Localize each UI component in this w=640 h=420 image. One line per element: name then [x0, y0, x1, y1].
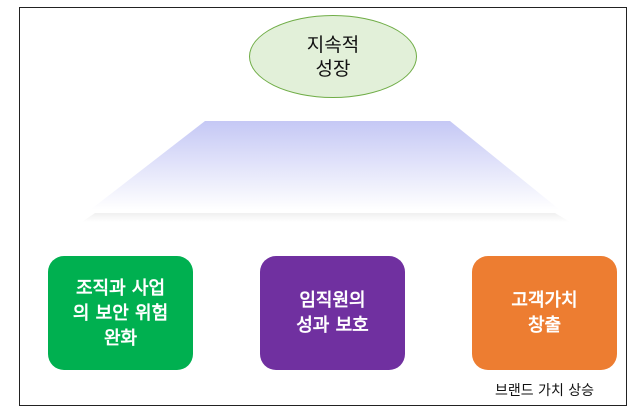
- pillar-employee-performance: 임직원의 성과 보호: [260, 256, 405, 370]
- brand-value-caption: 브랜드 가치 상승: [494, 383, 595, 399]
- diagram-frame: [19, 7, 627, 406]
- pillar-security-risk: 조직과 사업 의 보안 위험 완화: [48, 256, 193, 370]
- platform-top: [90, 121, 560, 210]
- goal-ellipse: 지속적 성장: [249, 15, 417, 98]
- pillar-customer-value: 고객가치 창출: [472, 256, 617, 370]
- platform-shelf: [82, 213, 570, 222]
